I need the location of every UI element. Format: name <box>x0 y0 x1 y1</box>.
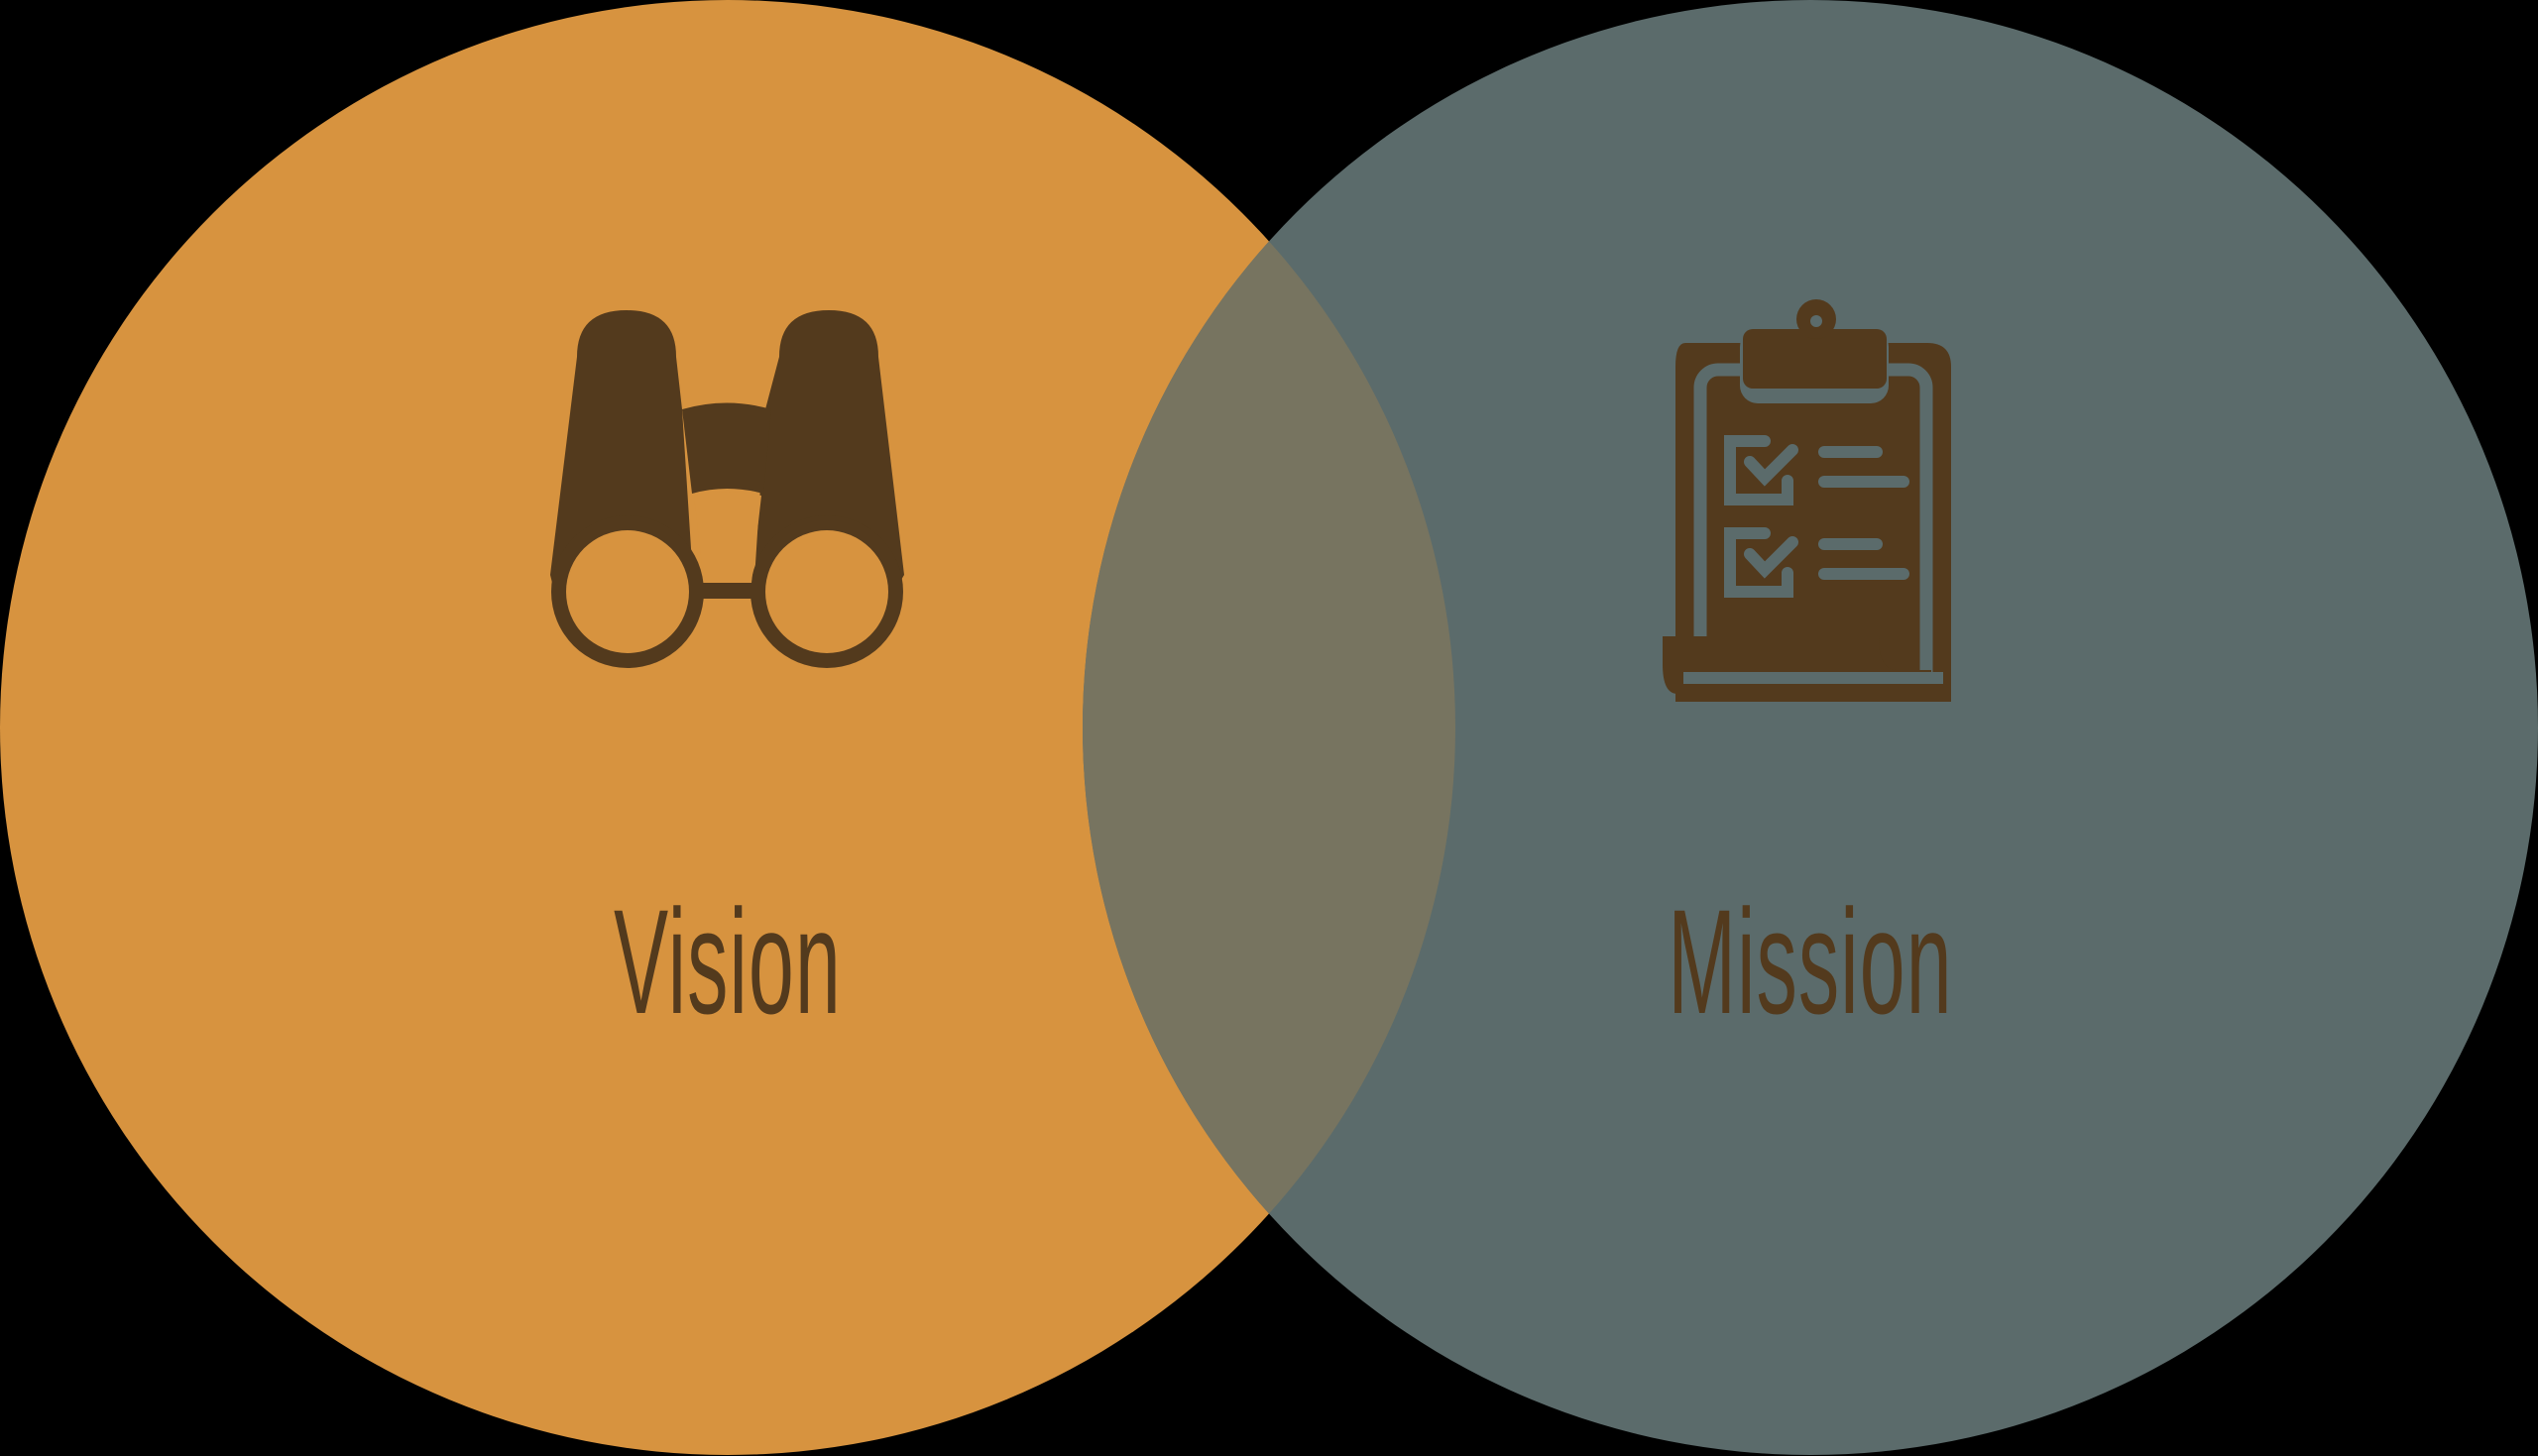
binoculars-lens <box>566 492 888 653</box>
clipboard-checklist-icon <box>1663 299 1951 702</box>
mission-label: Mission <box>1668 878 1953 1045</box>
vision-label: Vision <box>614 878 842 1045</box>
mission-circle <box>1083 0 2538 1455</box>
vision-circle <box>0 0 1455 1455</box>
